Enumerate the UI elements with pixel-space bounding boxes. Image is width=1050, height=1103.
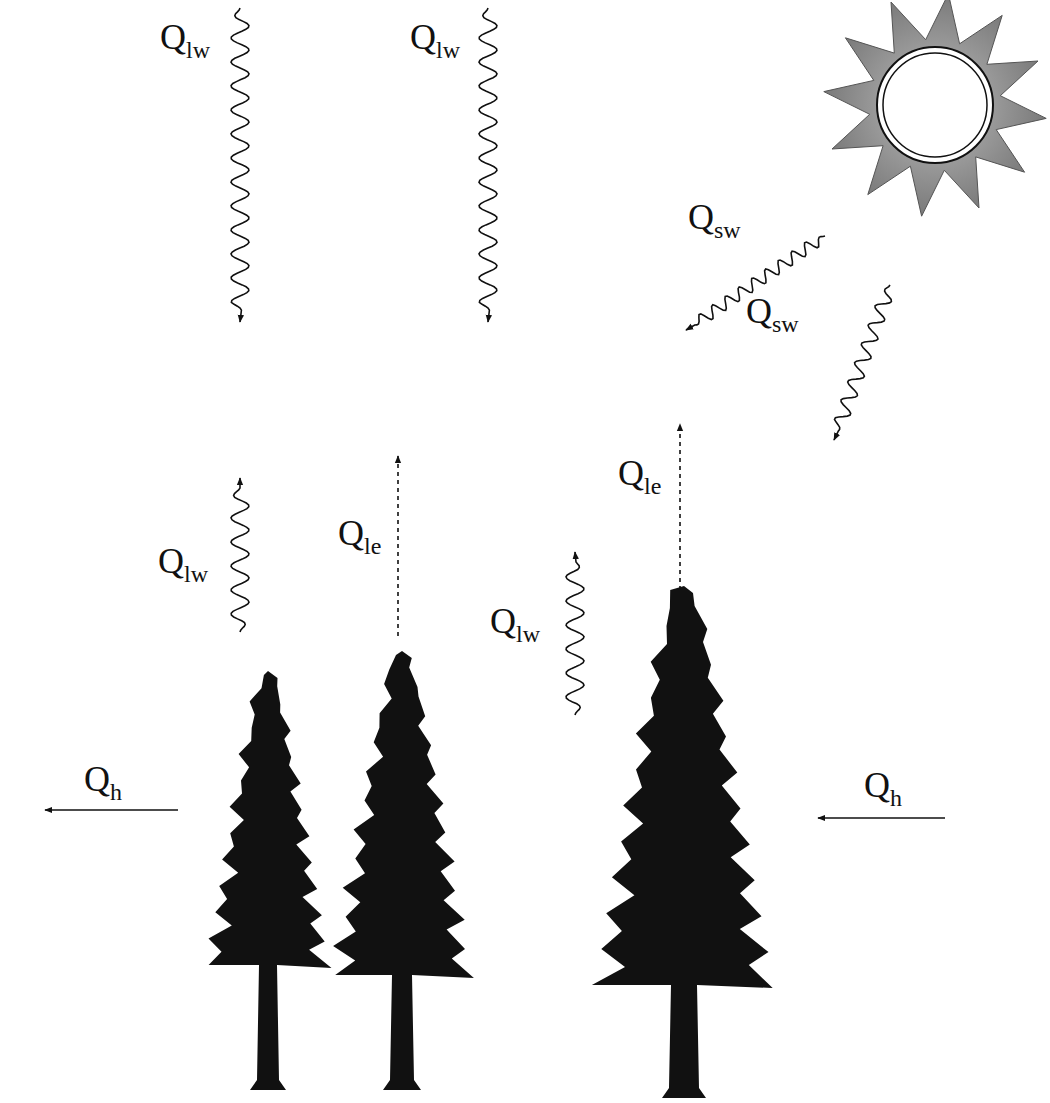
flux-arrows xyxy=(231,8,891,715)
sensible-heat-arrow xyxy=(45,809,178,811)
conifer-tree xyxy=(209,671,332,1090)
radiation-arrow xyxy=(479,8,497,322)
flux-label: Qh xyxy=(864,764,902,813)
conifer-tree xyxy=(592,586,773,1098)
conifer-trees xyxy=(209,586,773,1098)
latent-heat-arrow xyxy=(397,456,399,636)
sensible-heat-arrow xyxy=(818,817,945,819)
flux-label: Qlw xyxy=(490,600,540,649)
sun-disc xyxy=(877,47,993,163)
radiation-arrow xyxy=(231,478,249,632)
radiation-arrow xyxy=(231,8,249,322)
flux-label: Qlw xyxy=(410,16,460,65)
radiation-arrow xyxy=(566,552,584,715)
flux-label: Qle xyxy=(338,512,381,561)
flux-label: Qsw xyxy=(746,290,799,339)
flux-label: Qh xyxy=(84,758,122,807)
sun-disc-ring xyxy=(883,53,987,157)
conifer-tree xyxy=(333,651,474,1090)
flux-label: Qlw xyxy=(160,16,210,65)
flux-label: Qlw xyxy=(158,540,208,589)
flux-label: Qsw xyxy=(688,196,741,245)
sun-rays xyxy=(824,0,1046,216)
flux-label: Qle xyxy=(618,452,661,501)
radiation-arrow xyxy=(834,285,891,440)
sun-symbol xyxy=(824,0,1046,216)
latent-heat-arrow xyxy=(679,424,681,590)
